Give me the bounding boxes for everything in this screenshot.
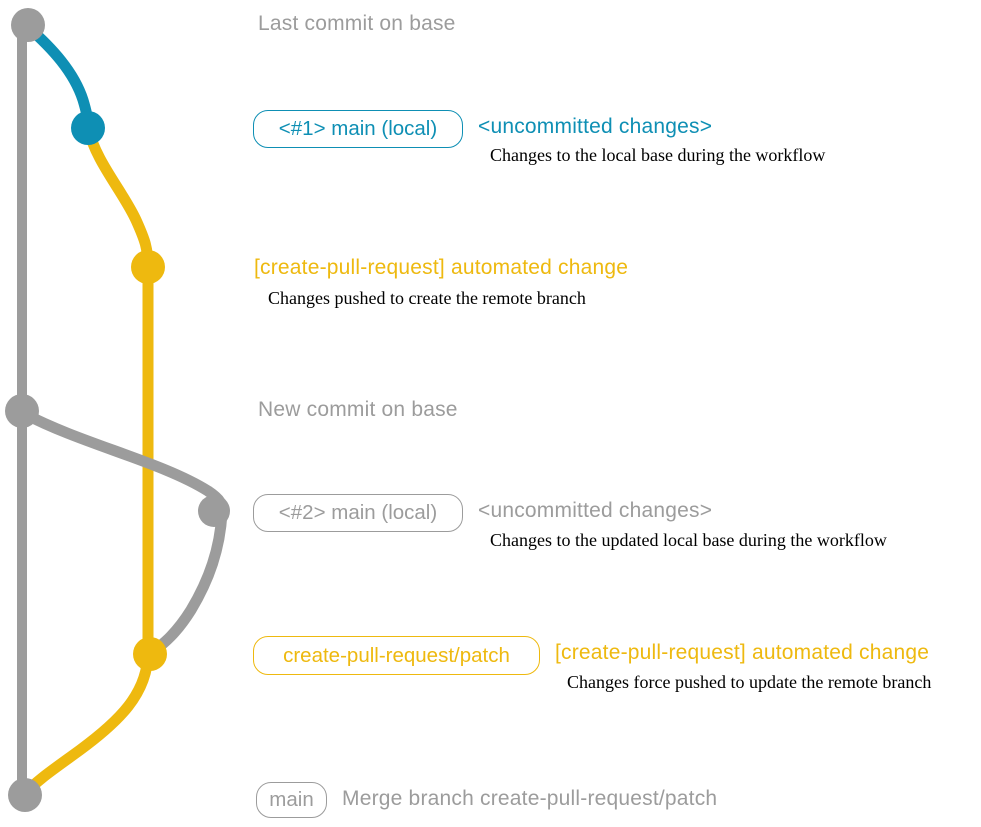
main-local-branch-line	[22, 21, 94, 134]
commit-merge-node	[8, 778, 42, 812]
annotation-new-commit-on-base: New commit on base	[258, 398, 458, 421]
branch-badge-patch: create-pull-request/patch	[253, 636, 540, 675]
caption-automated-1: Changes pushed to create the remote bran…	[268, 288, 586, 308]
commit-automated-change-2-node	[133, 637, 167, 671]
main-local-2-branch-line	[19, 408, 228, 657]
commit-automated-change-1-node	[131, 250, 165, 284]
commit-message-merge: Merge branch create-pull-request/patch	[342, 787, 718, 810]
caption-automated-2: Changes force pushed to update the remot…	[567, 672, 932, 692]
commit-main-local-1-node	[71, 111, 105, 145]
branch-badge-main-local-1: <#1> main (local)	[253, 110, 463, 148]
branch-badge-main: main	[256, 782, 327, 818]
commit-message-uncommitted-1: <uncommitted changes>	[478, 115, 713, 138]
commit-message-uncommitted-2: <uncommitted changes>	[478, 499, 713, 522]
commit-message-automated-1: [create-pull-request] automated change	[254, 256, 629, 279]
branch-badge-main-local-2: <#2> main (local)	[253, 494, 463, 532]
caption-uncommitted-1: Changes to the local base during the wor…	[490, 145, 826, 165]
commit-last-base-node	[11, 8, 45, 42]
commit-message-automated-2: [create-pull-request] automated change	[555, 641, 930, 664]
commit-new-base-node	[5, 394, 39, 428]
caption-uncommitted-2: Changes to the updated local base during…	[490, 530, 887, 550]
git-graph	[5, 8, 230, 812]
annotation-last-commit-on-base: Last commit on base	[258, 12, 456, 35]
commit-main-local-2-node	[198, 495, 230, 527]
